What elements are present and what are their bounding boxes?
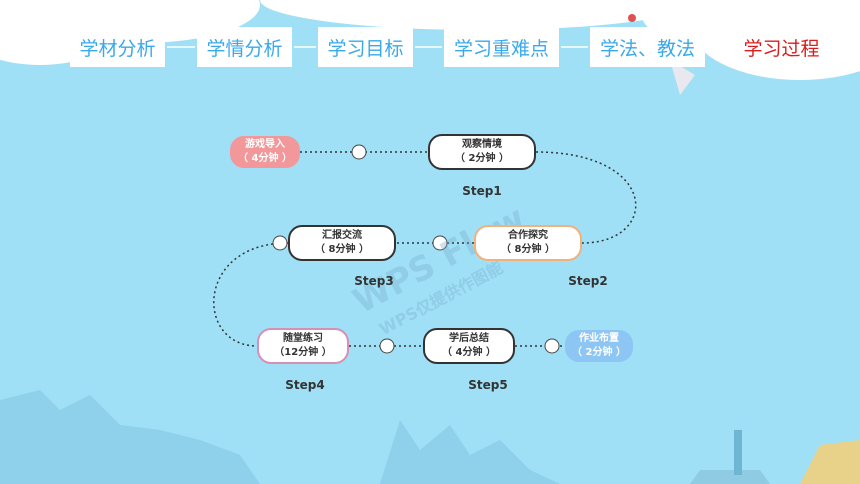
node-title: 汇报交流 [322,230,362,241]
connector-dot [272,235,288,251]
node-title: 游戏导入 [245,139,285,150]
ground-right [800,440,860,484]
step-label-3: Step3 [354,274,394,288]
node-report: 汇报交流 （ 8分钟 ） [288,225,396,261]
node-title: 作业布置 [579,333,619,344]
node-title: 观察情境 [462,139,502,150]
node-title: 合作探究 [508,230,548,241]
building [690,470,770,484]
node-duration: （12分钟 ） [274,347,332,358]
city-silhouette [380,420,560,484]
node-summary: 学后总结 （ 4分钟 ） [423,328,515,364]
rocket-tip-icon [628,14,636,22]
connector-dot [544,338,560,354]
step-label-1: Step1 [462,184,502,198]
node-game-intro: 游戏导入 （ 4分钟 ） [230,136,300,168]
connector-dot [351,144,367,160]
node-title: 学后总结 [449,333,489,344]
node-duration: （ 2分钟 ） [572,347,626,358]
nav-tab-material-analysis[interactable]: 学材分析 [70,27,165,67]
step-label-5: Step5 [468,378,508,392]
connector-4 [213,242,289,347]
node-explore: 合作探究 （ 8分钟 ） [474,225,582,261]
nav-tab-student-analysis[interactable]: 学情分析 [197,27,292,67]
cloud-center [260,0,700,30]
nav-tab-methods[interactable]: 学法、教法 [590,27,705,67]
step-label-4: Step4 [285,378,325,392]
mountains-left [0,390,260,484]
step-label-2: Step2 [568,274,608,288]
node-title: 随堂练习 [283,333,323,344]
node-duration: （ 2分钟 ） [455,153,509,164]
connector-dot [432,235,448,251]
connector-dot [379,338,395,354]
node-observe: 观察情境 （ 2分钟 ） [428,134,536,170]
nav-tab-learning-goals[interactable]: 学习目标 [318,27,413,67]
node-duration: （ 8分钟 ） [501,244,555,255]
connector-2 [535,151,637,244]
node-homework: 作业布置 （ 2分钟 ） [565,330,633,362]
tower [734,430,742,475]
nav-tab-learning-process[interactable]: 学习过程 [734,27,829,67]
node-duration: （ 8分钟 ） [315,244,369,255]
node-duration: （ 4分钟 ） [442,347,496,358]
rocket-icon [670,60,695,95]
nav-tab-key-difficulties[interactable]: 学习重难点 [444,27,559,67]
node-duration: （ 4分钟 ） [238,153,292,164]
node-practice: 随堂练习 （12分钟 ） [257,328,349,364]
